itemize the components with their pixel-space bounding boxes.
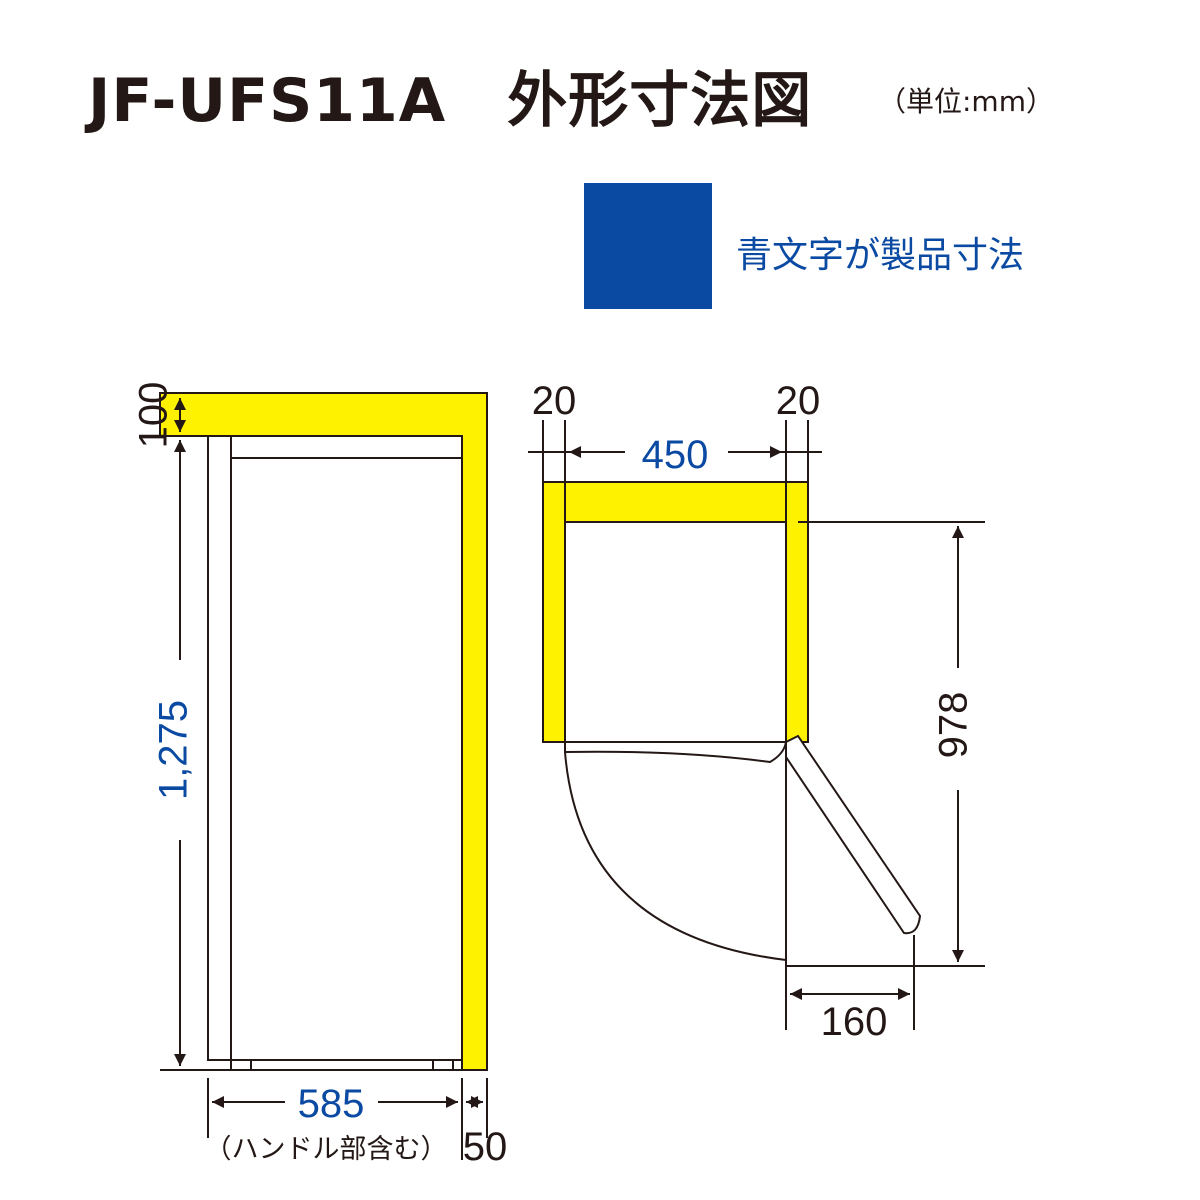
dim-open-depth-label: 978 bbox=[932, 692, 976, 759]
top-body bbox=[564, 521, 787, 743]
page-title: JF-UFS11A 外形寸法図 bbox=[88, 66, 813, 136]
unit-label: （単位:mm） bbox=[878, 85, 1054, 118]
dim-clearance-right-label: 20 bbox=[776, 379, 821, 423]
side-foot-front bbox=[230, 1059, 252, 1071]
dim-clearance-left-label: 20 bbox=[532, 379, 577, 423]
dim-width-label: 450 bbox=[642, 433, 709, 477]
top-door-closed bbox=[564, 741, 788, 764]
side-body bbox=[207, 435, 463, 1061]
legend-swatch bbox=[584, 183, 712, 309]
side-view: 100 1,275 585 （ハンドル部含む） 50 bbox=[132, 382, 508, 1169]
top-view: 20 20 450 978 160 bbox=[528, 379, 985, 1044]
dim-depth-note: （ハンドル部含む） bbox=[205, 1134, 448, 1165]
legend-text: 青文字が製品寸法 bbox=[736, 235, 1025, 276]
dim-depth-label: 585 bbox=[298, 1082, 365, 1126]
top-door-swing-arc bbox=[564, 751, 787, 961]
top-door-open bbox=[785, 734, 922, 935]
dim-clearance-back-label: 50 bbox=[463, 1125, 508, 1169]
side-foot-rear bbox=[432, 1059, 454, 1071]
dim-clearance-top-label: 100 bbox=[132, 382, 176, 449]
dim-height-label: 1,275 bbox=[152, 700, 196, 800]
dim-swing-label: 160 bbox=[821, 1000, 888, 1044]
